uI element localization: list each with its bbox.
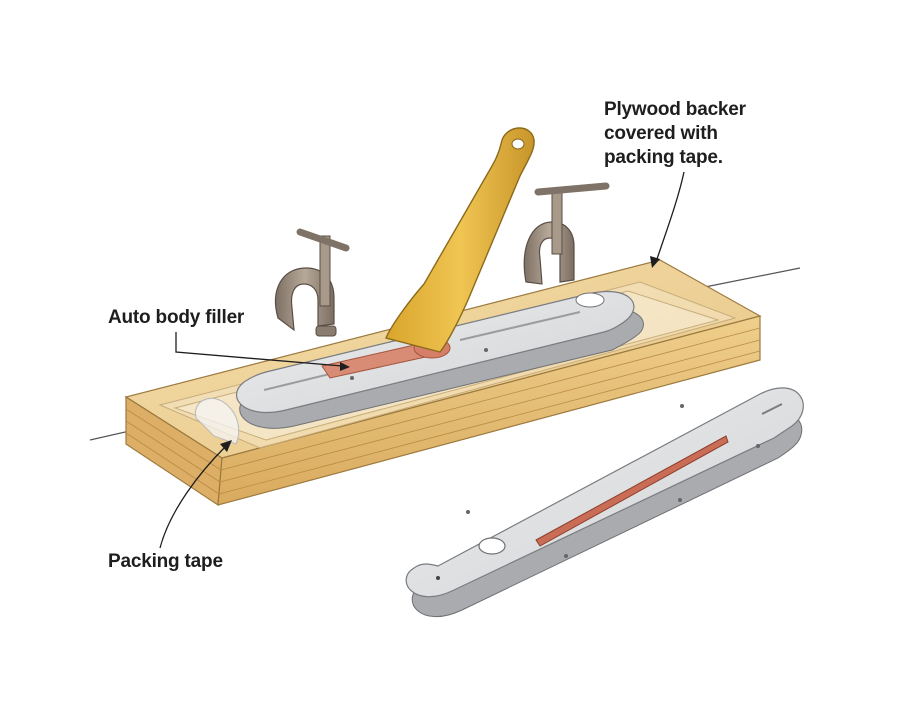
- filler-strip-finished: [535, 435, 729, 547]
- label-plywood-backer-line-3: packing tape.: [604, 147, 723, 168]
- throat-plate-in-mold: [236, 290, 644, 429]
- clamp-right: [523, 182, 610, 285]
- leader-filler: [175, 332, 343, 367]
- tape-curl: [195, 397, 240, 445]
- leader-lines: [159, 171, 685, 549]
- throat-plate-finished: [405, 387, 804, 618]
- leader-backer: [655, 171, 685, 263]
- leader-tape-arrow: [220, 440, 232, 452]
- label-auto-body-filler: Auto body filler: [108, 307, 245, 328]
- leader-backer-arrow: [650, 256, 660, 268]
- clamp-left: [274, 228, 350, 337]
- leader-tape: [159, 445, 227, 549]
- leader-filler-arrow: [340, 362, 350, 371]
- label-plywood-backer: Plywood backer covered with packing tape…: [604, 98, 746, 170]
- label-packing-tape: Packing tape: [108, 551, 223, 572]
- label-plywood-backer-line-1: Plywood backer: [604, 99, 746, 120]
- spreader-tool: [385, 127, 535, 353]
- plywood-plies: [125, 327, 761, 495]
- label-plywood-backer-line-2: covered with: [604, 123, 718, 144]
